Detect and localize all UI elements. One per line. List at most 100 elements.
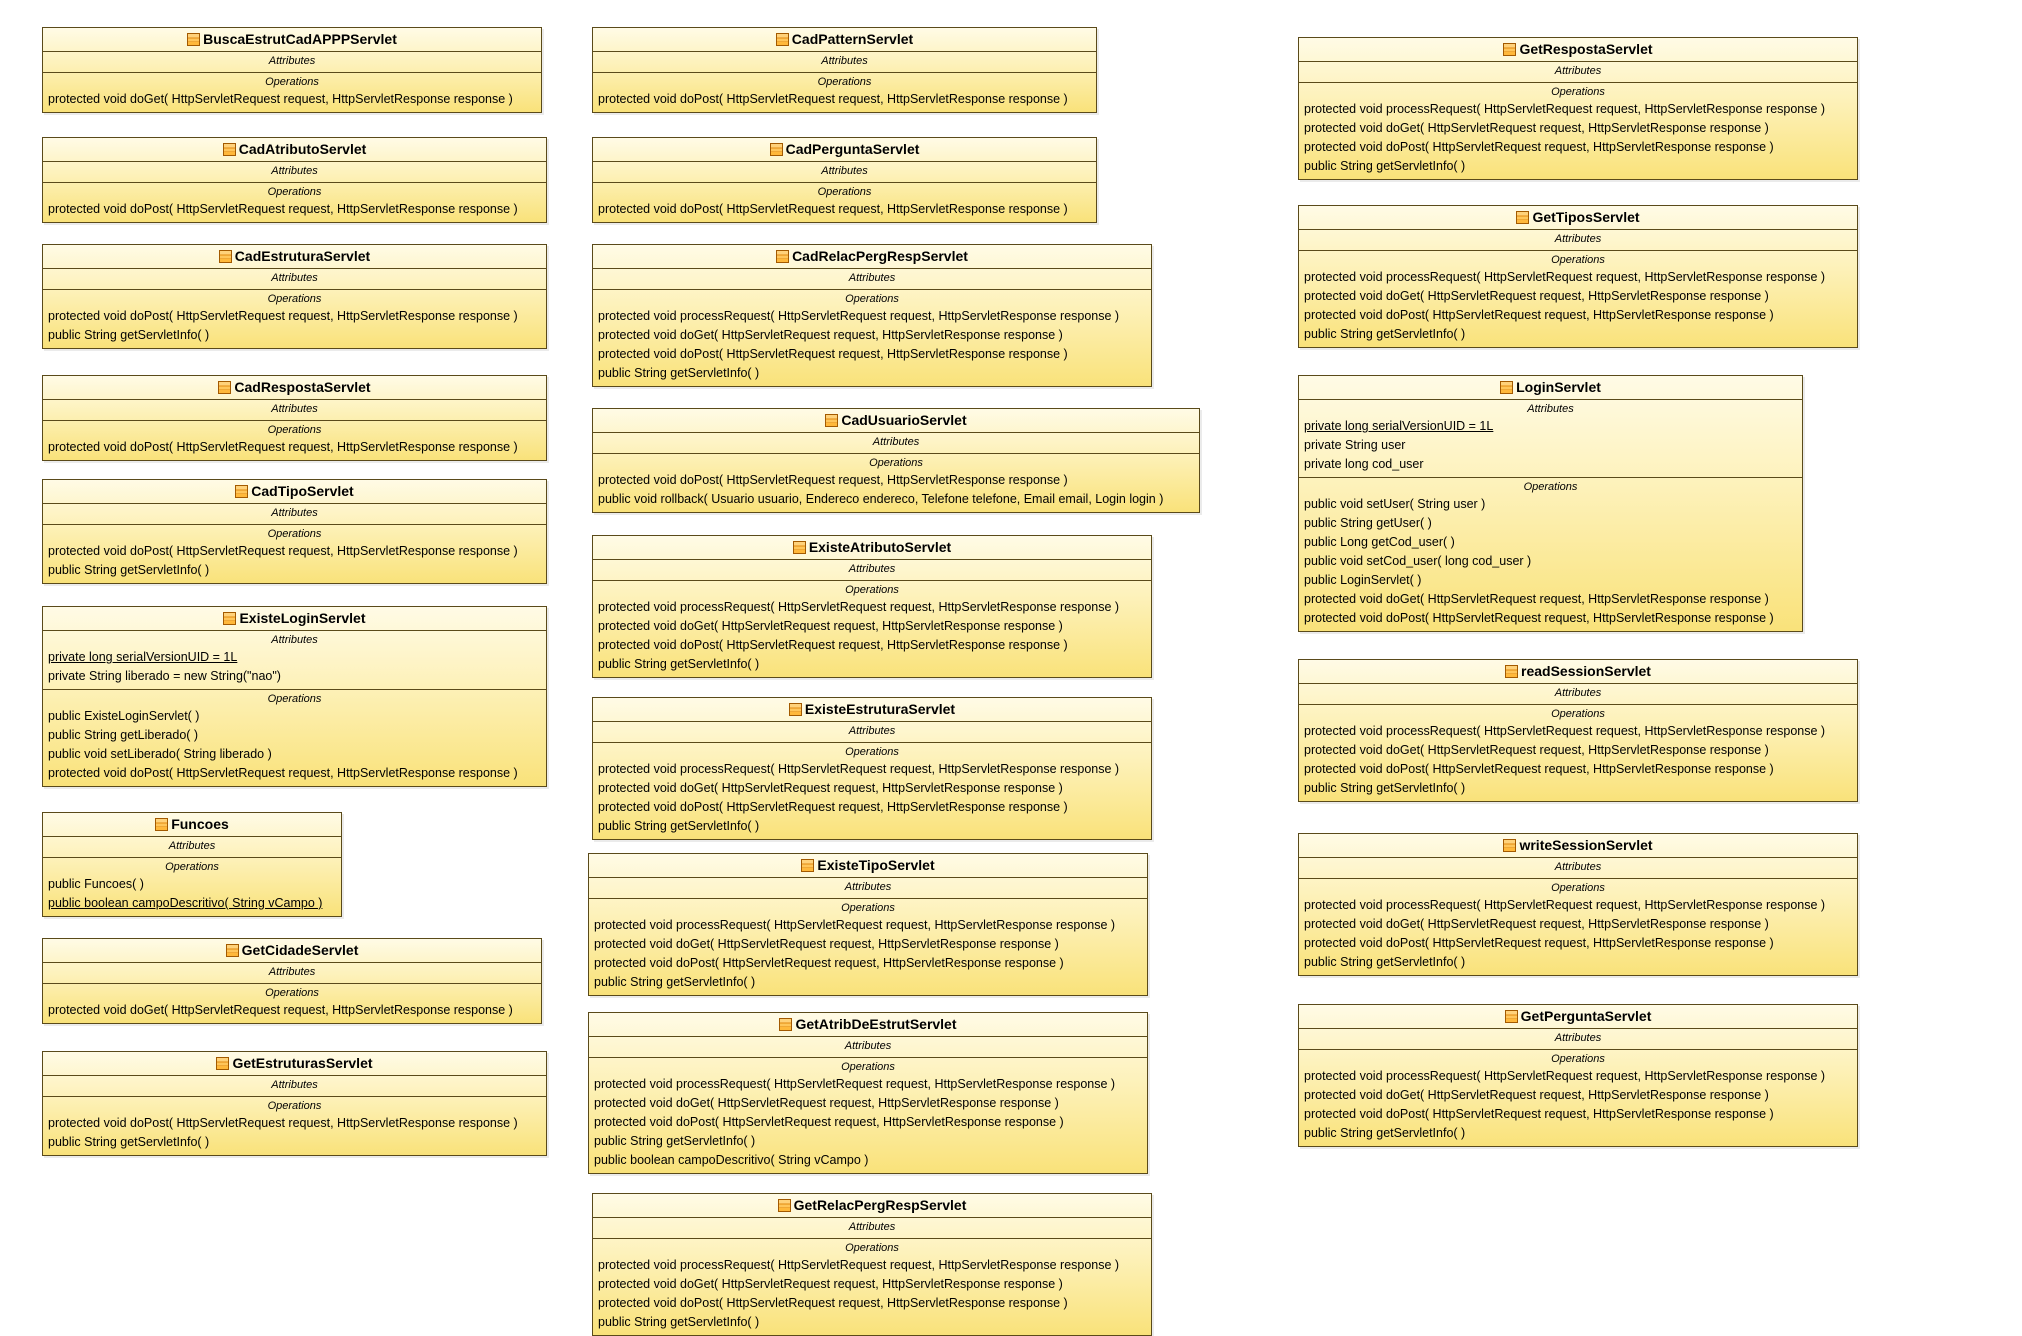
operation-row[interactable]: public void setLiberado( String liberado… xyxy=(48,747,272,761)
operation-row[interactable]: protected void doGet( HttpServletRequest… xyxy=(594,937,1059,951)
operation-row[interactable]: protected void doGet( HttpServletRequest… xyxy=(1304,592,1769,606)
operation-row[interactable]: protected void doGet( HttpServletRequest… xyxy=(48,1003,513,1017)
operation-row[interactable]: protected void doGet( HttpServletRequest… xyxy=(1304,289,1769,303)
operation-row[interactable]: protected void processRequest( HttpServl… xyxy=(1304,724,1826,738)
attribute-row[interactable]: private long cod_user xyxy=(1304,457,1424,471)
operation-row[interactable]: public String getServletInfo( ) xyxy=(1304,159,1466,173)
operation-row[interactable]: protected void processRequest( HttpServl… xyxy=(1304,898,1826,912)
operation-row[interactable]: protected void processRequest( HttpServl… xyxy=(594,1077,1116,1091)
class-header[interactable]: CadRelacPergRespServlet xyxy=(593,245,1151,269)
operation-row[interactable]: protected void processRequest( HttpServl… xyxy=(598,309,1120,323)
operation-row[interactable]: protected void doPost( HttpServletReques… xyxy=(594,1115,1064,1129)
operation-row[interactable]: protected void processRequest( HttpServl… xyxy=(598,762,1120,776)
operation-row[interactable]: public void setUser( String user ) xyxy=(1304,497,1486,511)
class-header[interactable]: Funcoes xyxy=(43,813,341,837)
operation-row[interactable]: protected void doPost( HttpServletReques… xyxy=(598,92,1068,106)
operation-row[interactable]: public ExisteLoginServlet( ) xyxy=(48,709,200,723)
class-header[interactable]: GetPerguntaServlet xyxy=(1299,1005,1857,1029)
operation-row[interactable]: public String getServletInfo( ) xyxy=(598,657,760,671)
operation-row[interactable]: protected void doPost( HttpServletReques… xyxy=(48,1116,518,1130)
operation-row[interactable]: protected void doGet( HttpServletRequest… xyxy=(594,1096,1059,1110)
class-header[interactable]: GetTiposServlet xyxy=(1299,206,1857,230)
class-header[interactable]: GetRespostaServlet xyxy=(1299,38,1857,62)
operation-row[interactable]: protected void doPost( HttpServletReques… xyxy=(1304,762,1774,776)
class-header[interactable]: LoginServlet xyxy=(1299,376,1802,400)
operation-row[interactable]: public String getServletInfo( ) xyxy=(1304,955,1466,969)
operation-row[interactable]: protected void doPost( HttpServletReques… xyxy=(598,800,1068,814)
class-header[interactable]: writeSessionServlet xyxy=(1299,834,1857,858)
operation-row[interactable]: public String getServletInfo( ) xyxy=(1304,1126,1466,1140)
operation-row[interactable]: public String getServletInfo( ) xyxy=(598,819,760,833)
operation-row[interactable]: protected void doPost( HttpServletReques… xyxy=(598,347,1068,361)
operation-row[interactable]: public String getLiberado( ) xyxy=(48,728,199,742)
class-header[interactable]: CadUsuarioServlet xyxy=(593,409,1199,433)
class-header[interactable]: CadPerguntaServlet xyxy=(593,138,1096,162)
operation-row[interactable]: protected void doPost( HttpServletReques… xyxy=(598,1296,1068,1310)
attribute-row[interactable]: private String user xyxy=(1304,438,1406,452)
operation-row[interactable]: protected void processRequest( HttpServl… xyxy=(598,600,1120,614)
operation-row[interactable]: public boolean campoDescritivo( String v… xyxy=(594,1153,869,1167)
class-header[interactable]: readSessionServlet xyxy=(1299,660,1857,684)
attribute-row[interactable]: private long serialVersionUID = 1L xyxy=(1304,419,1494,433)
operation-row[interactable]: protected void processRequest( HttpServl… xyxy=(598,1258,1120,1272)
operation-row[interactable]: protected void doPost( HttpServletReques… xyxy=(1304,611,1774,625)
operation-row[interactable]: public String getServletInfo( ) xyxy=(1304,327,1466,341)
operation-row[interactable]: protected void doPost( HttpServletReques… xyxy=(48,766,518,780)
operation-row[interactable]: protected void doPost( HttpServletReques… xyxy=(598,202,1068,216)
class-header[interactable]: ExisteEstruturaServlet xyxy=(593,698,1151,722)
operation-row[interactable]: protected void processRequest( HttpServl… xyxy=(1304,270,1826,284)
operation-row[interactable]: public String getServletInfo( ) xyxy=(48,563,210,577)
operation-row[interactable]: public String getServletInfo( ) xyxy=(594,975,756,989)
operation-row[interactable]: protected void doGet( HttpServletRequest… xyxy=(598,781,1063,795)
operation-row[interactable]: protected void doPost( HttpServletReques… xyxy=(598,638,1068,652)
operation-row[interactable]: public boolean campoDescritivo( String v… xyxy=(48,896,323,910)
operation-row[interactable]: protected void doGet( HttpServletRequest… xyxy=(1304,743,1769,757)
operation-row[interactable]: public String getServletInfo( ) xyxy=(48,328,210,342)
operation-row[interactable]: protected void doGet( HttpServletRequest… xyxy=(1304,917,1769,931)
class-header[interactable]: ExisteTipoServlet xyxy=(589,854,1147,878)
class-header[interactable]: CadTipoServlet xyxy=(43,480,546,504)
class-header[interactable]: BuscaEstrutCadAPPPServlet xyxy=(43,28,541,52)
operation-row[interactable]: public LoginServlet( ) xyxy=(1304,573,1422,587)
class-header[interactable]: GetCidadeServlet xyxy=(43,939,541,963)
operation-row[interactable]: protected void doGet( HttpServletRequest… xyxy=(1304,121,1769,135)
operation-row[interactable]: public String getServletInfo( ) xyxy=(594,1134,756,1148)
operation-row[interactable]: protected void doPost( HttpServletReques… xyxy=(48,309,518,323)
attribute-row[interactable]: private long serialVersionUID = 1L xyxy=(48,650,238,664)
operation-row[interactable]: protected void doPost( HttpServletReques… xyxy=(48,202,518,216)
operation-row[interactable]: protected void doGet( HttpServletRequest… xyxy=(598,328,1063,342)
operation-row[interactable]: public String getServletInfo( ) xyxy=(1304,781,1466,795)
operation-row[interactable]: public void setCod_user( long cod_user ) xyxy=(1304,554,1532,568)
operation-row[interactable]: protected void doPost( HttpServletReques… xyxy=(1304,936,1774,950)
class-header[interactable]: CadPatternServlet xyxy=(593,28,1096,52)
operation-row[interactable]: protected void doPost( HttpServletReques… xyxy=(594,956,1064,970)
class-header[interactable]: GetEstruturasServlet xyxy=(43,1052,546,1076)
operation-row[interactable]: protected void doGet( HttpServletRequest… xyxy=(598,1277,1063,1291)
attribute-row[interactable]: private String liberado = new String("na… xyxy=(48,669,281,683)
operation-row[interactable]: protected void doPost( HttpServletReques… xyxy=(1304,1107,1774,1121)
class-header[interactable]: GetRelacPergRespServlet xyxy=(593,1194,1151,1218)
operation-row[interactable]: public void rollback( Usuario usuario, E… xyxy=(598,492,1164,506)
operation-row[interactable]: protected void doGet( HttpServletRequest… xyxy=(598,619,1063,633)
class-header[interactable]: CadEstruturaServlet xyxy=(43,245,546,269)
operation-row[interactable]: protected void doGet( HttpServletRequest… xyxy=(1304,1088,1769,1102)
class-header[interactable]: GetAtribDeEstrutServlet xyxy=(589,1013,1147,1037)
